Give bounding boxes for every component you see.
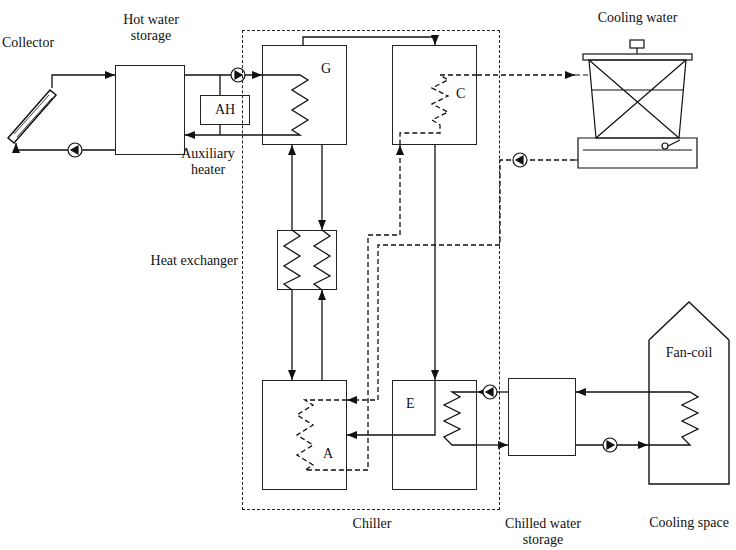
node-label: Chilled water storage xyxy=(493,516,593,548)
tower-node: Cooling water xyxy=(575,40,700,170)
node-label: Cooling water xyxy=(575,10,700,26)
evaporator-coil xyxy=(444,392,477,445)
absorber-coil xyxy=(297,400,347,470)
flow-line xyxy=(16,143,115,150)
collector-outline xyxy=(6,88,58,143)
pump-symbol xyxy=(513,153,527,167)
flow-line xyxy=(477,444,508,445)
generator-coil xyxy=(262,75,308,135)
collector-node: Collector xyxy=(6,88,58,143)
flow-line xyxy=(52,75,115,88)
node-label: Hot water storage xyxy=(106,12,196,44)
flow-line xyxy=(185,74,262,75)
node-label: E xyxy=(406,396,426,412)
condenser-coil xyxy=(400,75,477,145)
flow-line xyxy=(291,290,292,380)
house-node: Fan-coilCooling space xyxy=(648,300,730,485)
pump-symbol xyxy=(68,143,82,157)
flow-line xyxy=(291,145,292,230)
node-label: Collector xyxy=(2,35,72,51)
node-label: Auxiliary heater xyxy=(178,146,238,178)
component-box: G xyxy=(262,45,347,145)
node-label: Fan-coil xyxy=(648,345,730,361)
pump-symbol xyxy=(603,438,617,452)
node-label: Heat exchanger xyxy=(138,253,238,269)
flow-line xyxy=(321,290,322,380)
exchanger-coil xyxy=(284,230,300,290)
component-box: E xyxy=(392,380,477,490)
flow-line xyxy=(303,37,435,45)
flow-line xyxy=(321,145,322,230)
flow-line xyxy=(434,145,435,380)
component-box: Heat exchanger xyxy=(277,230,337,290)
refrigerant-line xyxy=(392,380,435,435)
flow-line xyxy=(576,391,648,392)
cooling-water-line xyxy=(347,160,575,400)
component-box: A xyxy=(262,380,347,490)
node-label: G xyxy=(321,61,341,77)
node-label: C xyxy=(456,86,476,102)
node-label: A xyxy=(323,446,343,462)
flow-line xyxy=(185,134,262,135)
fan-coil-coil xyxy=(648,392,698,445)
component-box: Chilled water storage xyxy=(508,378,576,456)
cooling-water-line xyxy=(477,74,575,75)
component-box: C xyxy=(392,45,477,145)
group-outline: ChillerGCHeat exchangerAE xyxy=(242,30,500,510)
node-label: Chiller xyxy=(243,516,501,532)
node-label: Cooling space xyxy=(648,515,730,531)
pump-symbol xyxy=(483,385,497,399)
flow-line xyxy=(347,434,392,435)
house-outline xyxy=(648,300,730,485)
exchanger-coil xyxy=(314,230,330,290)
tower-outline xyxy=(575,40,700,170)
component-box: Hot water storage xyxy=(115,65,185,155)
